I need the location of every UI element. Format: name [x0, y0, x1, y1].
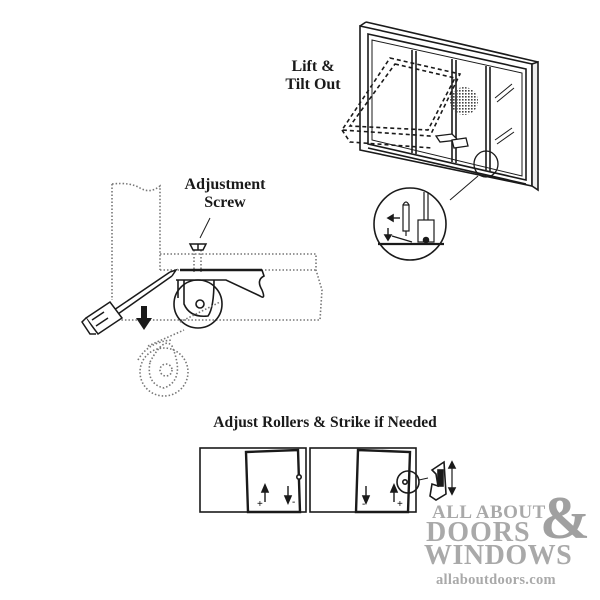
roller-bracket — [173, 268, 265, 329]
screw-label-line1: Adjustment — [184, 176, 266, 193]
screen-mesh — [450, 87, 478, 115]
magnified-detail — [373, 187, 447, 261]
lift-label-line2: Tilt Out — [285, 76, 341, 94]
screwdriver — [81, 268, 178, 336]
sign-plus: + — [257, 499, 263, 510]
roller-diagram-dotted — [111, 182, 323, 397]
logo-line2: DOORS — [426, 517, 531, 548]
down-arrow-icon — [136, 306, 152, 330]
latch-handle — [434, 133, 469, 149]
strike-plate — [429, 460, 457, 501]
sign-minus: - — [292, 497, 295, 508]
adjustment-screw-label: Adjustment Screw — [170, 176, 280, 213]
lift-tilt-label: Lift & Tilt Out — [268, 58, 358, 95]
lift-label-line1: Lift & — [291, 58, 335, 75]
logo-ampersand: & — [540, 485, 590, 551]
window-illustration — [359, 21, 539, 192]
logo-line3: WINDOWS — [424, 540, 573, 571]
screw-label-line2: Screw — [204, 194, 246, 212]
sign-minus: - — [362, 499, 365, 510]
roller-panel-right — [309, 447, 429, 514]
adjust-rollers-caption: Adjust Rollers & Strike if Needed — [213, 414, 437, 431]
roller-panel-left — [199, 447, 307, 514]
sign-plus: + — [397, 499, 403, 510]
detail-callout-circle — [473, 150, 499, 178]
tilted-panel-dashed — [340, 57, 462, 149]
logo-line1: ALL ABOUT — [432, 502, 546, 523]
adjustment-screw — [188, 243, 208, 251]
logo-url: allaboutdoors.com — [436, 572, 556, 588]
